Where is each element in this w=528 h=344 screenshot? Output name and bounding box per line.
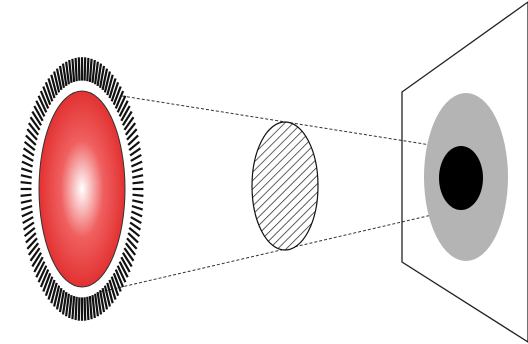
glow-tick [76, 58, 77, 81]
glow-tick [132, 168, 143, 172]
glow-tick [85, 57, 86, 80]
glow-tick [23, 155, 34, 161]
glow-tick [79, 57, 80, 80]
glow-tick [21, 206, 32, 210]
glow-tick [131, 217, 142, 223]
glow-tick [133, 195, 144, 196]
glow-tick [132, 200, 143, 203]
glow-tick [90, 296, 92, 319]
glow-tick [21, 182, 32, 183]
light-source [39, 91, 125, 287]
glow-tick [131, 162, 142, 167]
glow-tick [23, 217, 34, 223]
glow-tick [87, 58, 88, 81]
glow-tick [90, 59, 92, 82]
glow-tick [132, 175, 143, 178]
glow-tick [76, 297, 77, 320]
glow-tick [132, 206, 143, 210]
glow-tick [21, 195, 32, 196]
glow-tick [21, 175, 32, 178]
glow-tick [131, 155, 142, 161]
glow-tick [133, 182, 144, 183]
glow-tick [72, 296, 74, 319]
occluding-object [252, 122, 318, 250]
glow-tick [85, 297, 86, 320]
glow-tick [22, 162, 33, 167]
glow-tick [131, 212, 142, 217]
glow-tick [93, 295, 95, 318]
glow-tick [93, 60, 95, 83]
glow-tick [21, 168, 32, 172]
glow-tick [21, 200, 32, 203]
umbra-shadow [439, 146, 483, 210]
glow-tick [69, 295, 71, 318]
glow-tick [69, 60, 71, 83]
glow-tick [22, 212, 33, 217]
glow-tick [79, 297, 80, 320]
glow-tick [87, 297, 88, 320]
glow-tick [72, 59, 74, 82]
